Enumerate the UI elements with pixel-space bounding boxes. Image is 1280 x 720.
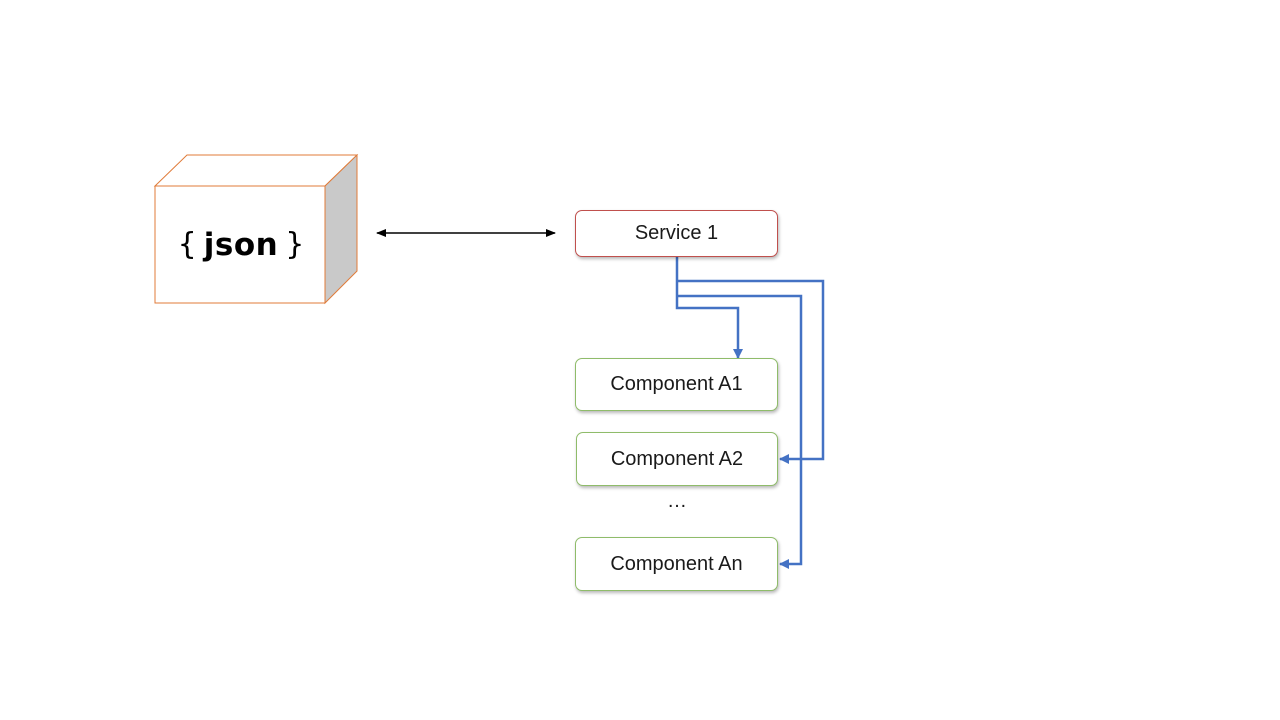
component-an-label: Component An — [610, 552, 743, 575]
component-a1-label: Component A1 — [610, 373, 743, 395]
cube-front-face — [154, 185, 326, 304]
component-a2-label: Component A2 — [610, 447, 744, 470]
component-a2-box[interactable]: Component A2 — [576, 432, 778, 486]
json-open-brace: { — [177, 226, 197, 262]
json-word: json — [203, 227, 279, 263]
json-close-brace: } — [285, 226, 305, 262]
json-label: { json } — [156, 187, 326, 303]
component-an-box[interactable]: Component An — [575, 537, 778, 591]
service-1-box[interactable]: Service 1 — [575, 210, 778, 257]
service-1-label: Service 1 — [634, 222, 719, 244]
connector-service-to-a1 — [675, 257, 743, 359]
json-cube — [153, 153, 359, 305]
connector-service-to-an — [677, 294, 803, 569]
component-a1-box[interactable]: Component A1 — [575, 358, 778, 411]
ellipsis-more-components: … — [667, 490, 687, 512]
cube-top-face — [153, 154, 359, 187]
